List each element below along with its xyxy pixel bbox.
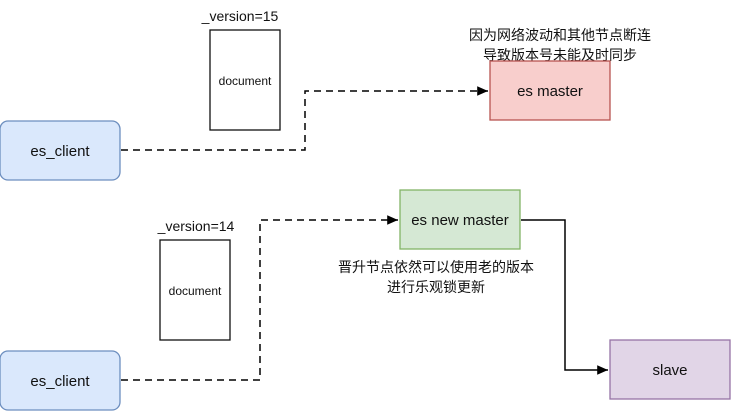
top-es-client-box: [0, 120, 121, 181]
bottom-es-client-box: [0, 350, 121, 411]
top-es-master-box: [489, 60, 611, 121]
top-es-client-label: es_client: [30, 143, 90, 160]
slave-label: slave: [652, 362, 687, 379]
bottom-note-line2: 进行乐观锁更新: [387, 279, 485, 295]
bottom-document[interactable]: document: [159, 239, 231, 341]
top-note-line1: 因为网络波动和其他节点断连: [469, 27, 651, 43]
top-document-shape: [209, 29, 281, 131]
bottom-client-to-new-master-connector[interactable]: [121, 215, 398, 381]
bottom-version-label: _version=14: [157, 218, 235, 234]
bottom-document-label: document: [169, 284, 222, 298]
slave-node[interactable]: slave: [609, 339, 731, 400]
top-note-line2: 导致版本号未能及时同步: [483, 47, 637, 63]
top-es-client[interactable]: es_client: [0, 120, 121, 181]
bottom-es-client[interactable]: es_client: [0, 350, 121, 411]
top-document-label: document: [219, 74, 272, 88]
es-new-master-label: es new master: [411, 212, 509, 229]
bottom-note-line1: 晋升节点依然可以使用老的版本: [338, 259, 534, 275]
bottom-document-shape: [159, 239, 231, 341]
slave-box: [609, 339, 731, 400]
es-new-master-box: [399, 189, 521, 250]
es-new-master[interactable]: es new master: [399, 189, 521, 250]
top-version-label: _version=15: [201, 8, 279, 24]
top-es-master-label: es master: [517, 83, 583, 100]
new-master-to-slave-connector[interactable]: [521, 219, 608, 375]
top-es-master[interactable]: es master: [489, 60, 611, 121]
top-document[interactable]: document: [209, 29, 281, 131]
top-client-to-master-connector[interactable]: [121, 86, 488, 151]
bottom-es-client-label: es_client: [30, 373, 90, 390]
